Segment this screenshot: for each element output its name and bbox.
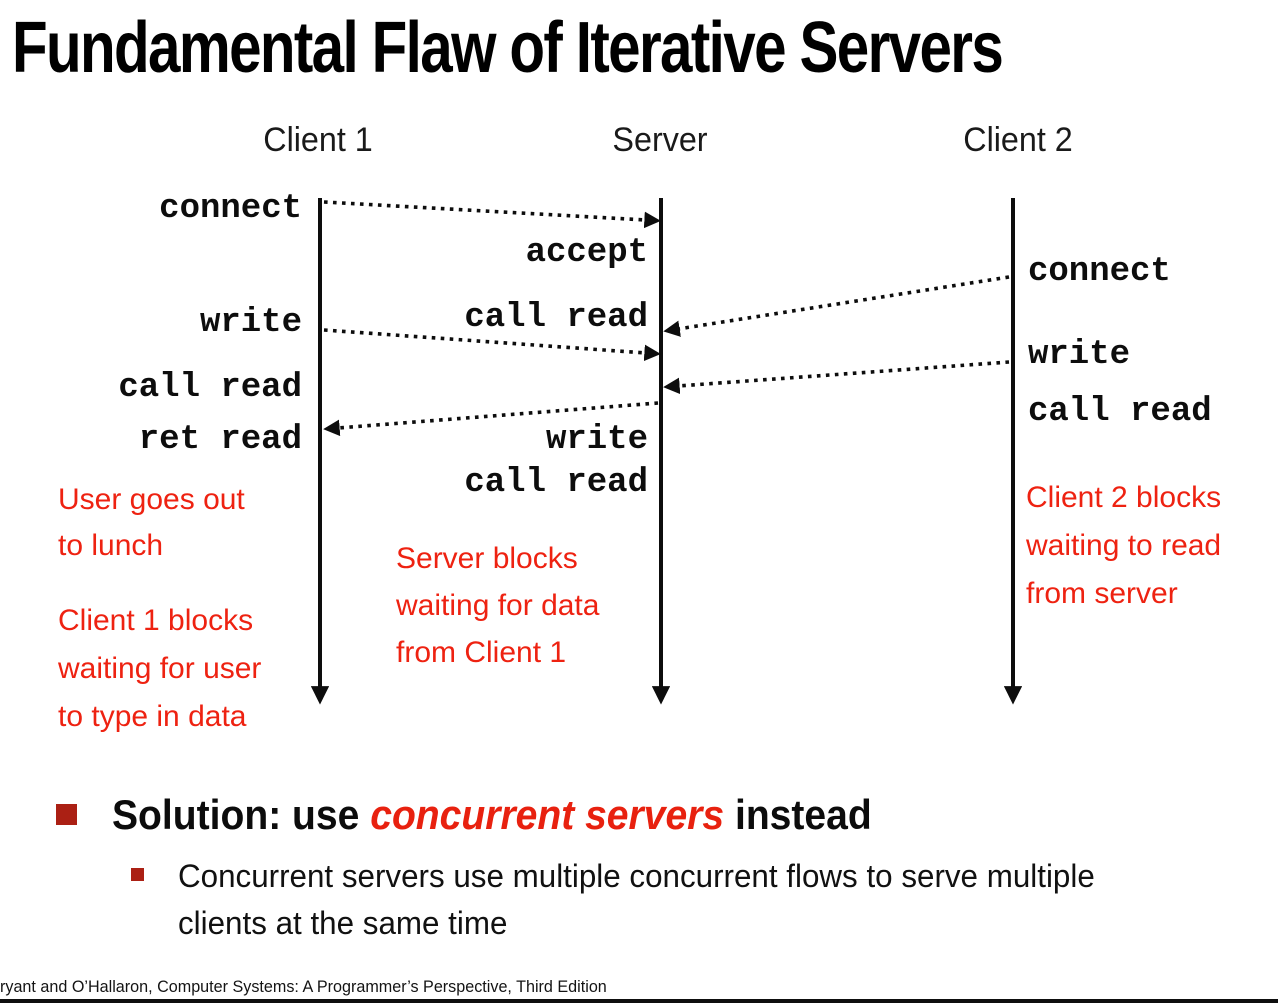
annotation-server-blocks: Server blocks waiting for data from Clie… — [396, 542, 600, 669]
bottom-rule — [0, 999, 1278, 1003]
server-event-write: write — [545, 421, 648, 459]
column-header-server: Server — [612, 121, 708, 159]
bullet-square-icon — [56, 804, 77, 825]
annotation-client2-blocks: Client 2 blocks waiting to read from ser… — [1026, 481, 1222, 610]
solution-highlight: concurrent servers — [370, 791, 725, 838]
solution-detail: Concurrent servers use multiple concurre… — [178, 858, 1095, 941]
client1-event-call-read: call read — [118, 369, 302, 407]
solution-heading: Solution: use concurrent servers instead — [112, 788, 872, 842]
footer-attribution: ryant and O’Hallaron, Computer Systems: … — [0, 977, 607, 996]
client2-event-write: write — [1028, 336, 1131, 374]
client1-event-ret-read: ret read — [138, 421, 302, 459]
server-event-call-read-1: call read — [464, 299, 648, 337]
column-header-client1: Client 1 — [263, 121, 373, 159]
solution-prefix: Solution: use — [112, 791, 371, 838]
client1-event-connect: connect — [159, 190, 302, 228]
arrow-client2-write-to-server — [663, 360, 1010, 395]
column-header-client2: Client 2 — [963, 121, 1073, 159]
server-event-accept: accept — [525, 234, 648, 272]
arrow-client1-connect-to-server — [323, 200, 661, 229]
sub-bullet-square-icon — [131, 868, 144, 881]
client2-event-call-read: call read — [1028, 393, 1212, 431]
solution-suffix: instead — [724, 791, 872, 838]
client1-event-write: write — [199, 304, 302, 342]
client2-event-connect: connect — [1028, 253, 1171, 291]
arrow-client2-connect-to-server — [663, 275, 1010, 337]
server-event-call-read-2: call read — [464, 464, 648, 502]
annotation-user-lunch: User goes out to lunch — [58, 483, 245, 562]
annotation-client1-blocks: Client 1 blocks waiting for user to type… — [58, 604, 262, 733]
slide-title: Fundamental Flaw of Iterative Servers — [12, 8, 1004, 88]
